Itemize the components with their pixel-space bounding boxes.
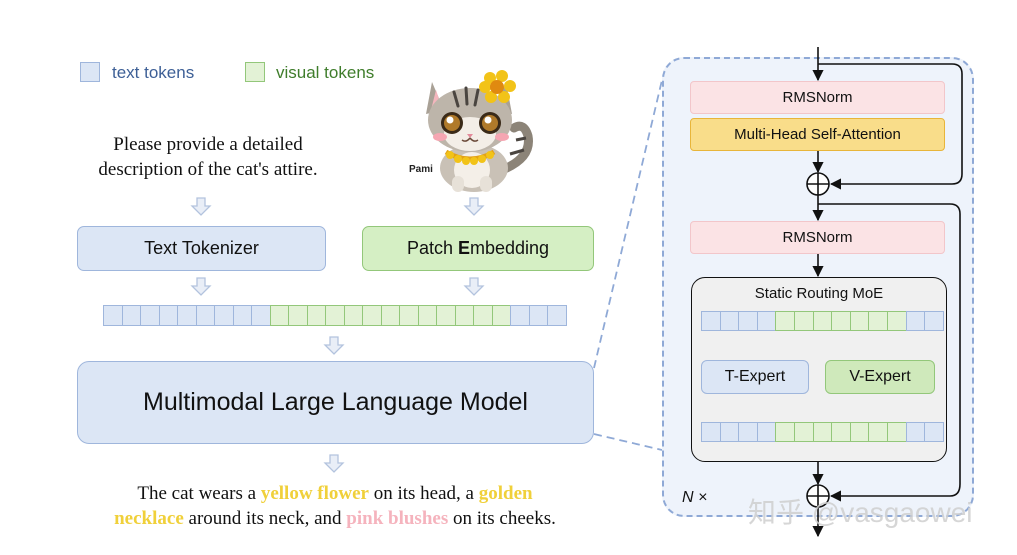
- visual-token: [812, 311, 833, 331]
- text-tokenizer-box: Text Tokenizer: [77, 226, 326, 271]
- rmsnorm-label-2: RMSNorm: [782, 229, 853, 246]
- patch-embedding-box: Patch Embedding: [362, 226, 594, 271]
- legend-visual-tokens-label: visual tokens: [276, 63, 375, 82]
- visual-token: [849, 311, 870, 331]
- visual-token: [868, 422, 888, 442]
- patch-embedding-label: Patch Embedding: [406, 238, 550, 258]
- visual-token: [794, 422, 814, 442]
- v-expert-label: V-Expert: [849, 368, 911, 385]
- repeat-label: N ×: [682, 489, 708, 506]
- visual-token: [887, 311, 907, 331]
- text-token: [547, 305, 567, 326]
- flower-icon: [479, 70, 516, 103]
- text-token: [701, 311, 721, 331]
- visual-token: [887, 422, 907, 442]
- text-token: [905, 311, 926, 331]
- cat-image: [426, 70, 533, 192]
- text-tokenizer-label: Text Tokenizer: [144, 238, 259, 258]
- legend-visual-token-swatch: [245, 62, 265, 82]
- input-prompt: Please provide a detailed description of…: [60, 132, 356, 182]
- text-token: [924, 422, 944, 442]
- rmsnorm-box-1: RMSNorm: [690, 81, 945, 114]
- visual-token: [831, 311, 851, 331]
- highlight-pink-blushes: pink blushes: [346, 508, 449, 529]
- attention-label: Multi-Head Self-Attention: [734, 126, 901, 143]
- text-token: [738, 311, 758, 331]
- visual-token: [775, 422, 795, 442]
- mllm-box: Multimodal Large Language Model: [77, 361, 594, 444]
- legend-text-tokens-label: text tokens: [112, 63, 195, 82]
- text-token: [924, 311, 944, 331]
- visual-token: [794, 311, 814, 331]
- cat-caption: Pami: [409, 164, 433, 175]
- attention-box: Multi-Head Self-Attention: [690, 118, 945, 151]
- rmsnorm-box-2: RMSNorm: [690, 221, 945, 254]
- moe-title: Static Routing MoE: [754, 285, 884, 302]
- t-expert-box: T-Expert: [701, 360, 809, 394]
- watermark: 知乎 @vasgaowei: [748, 497, 973, 528]
- text-token: [738, 422, 758, 442]
- text-token: [719, 422, 740, 442]
- prompt-line-1: Please provide a detailed: [113, 134, 303, 155]
- visual-token: [831, 422, 851, 442]
- visual-token: [812, 422, 833, 442]
- highlight-yellow-flower: yellow flower: [260, 483, 369, 504]
- t-expert-label: T-Expert: [724, 368, 786, 385]
- mllm-label: Multimodal Large Language Model: [143, 388, 528, 416]
- highlight-golden: golden: [478, 483, 533, 504]
- text-token: [719, 311, 740, 331]
- legend-text-token-swatch: [80, 62, 100, 82]
- text-token: [756, 311, 777, 331]
- v-expert-box: V-Expert: [825, 360, 935, 394]
- output-text: The cat wears a yellow flower on its hea…: [114, 483, 556, 529]
- visual-token: [775, 311, 795, 331]
- rmsnorm-label-1: RMSNorm: [782, 89, 853, 106]
- prompt-line-2: description of the cat's attire.: [98, 159, 318, 180]
- highlight-necklace: necklace: [114, 508, 184, 529]
- text-token: [756, 422, 777, 442]
- visual-token: [868, 311, 888, 331]
- necklace-icon: [444, 149, 496, 165]
- visual-token: [849, 422, 870, 442]
- text-token: [905, 422, 926, 442]
- text-token: [701, 422, 721, 442]
